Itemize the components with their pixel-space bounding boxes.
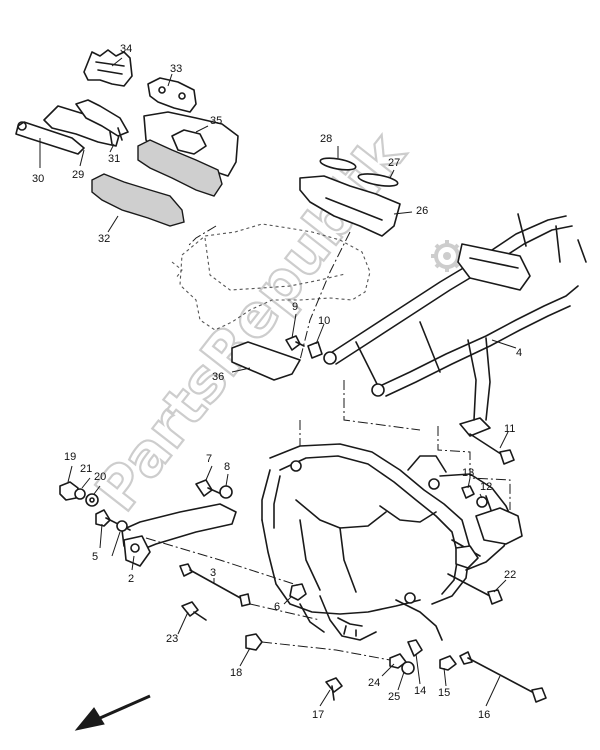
callout-25: 25 (388, 691, 400, 703)
callout-17: 17 (312, 709, 324, 721)
part-28-pad (319, 157, 357, 171)
callout-21: 21 (80, 463, 92, 475)
callout-29: 29 (72, 169, 84, 181)
part-11-bolt (469, 433, 515, 465)
part-9-bolt (285, 335, 305, 351)
callout-18: 18 (230, 667, 242, 679)
gear-icon (431, 240, 463, 272)
part-33-cover (147, 77, 197, 113)
callout-labels: 34 33 35 31 29 30 32 28 27 26 9 10 36 4 … (32, 43, 522, 721)
part-14-collar (407, 639, 423, 657)
callout-6: 6 (274, 601, 280, 613)
callout-9: 9 (292, 301, 298, 313)
part-7-bolt (195, 479, 227, 497)
part-17-bolt (325, 677, 343, 701)
callout-19: 19 (64, 451, 76, 463)
callout-33: 33 (170, 63, 182, 75)
part-10-clip (307, 341, 323, 359)
part-13-nut (461, 485, 475, 499)
callout-3: 3 (210, 567, 216, 579)
part-4-rear-subframe (323, 213, 587, 437)
part-32-hatched-bracket (91, 139, 223, 227)
part-8b-collar (116, 520, 128, 532)
part-27-pad (357, 173, 399, 187)
callout-27: 27 (388, 157, 400, 169)
part-16-long-bolt (459, 651, 547, 703)
part-12-collar (476, 496, 488, 508)
callout-32: 32 (98, 233, 110, 245)
part-26-plate (299, 175, 401, 237)
alignment-lines (145, 225, 511, 661)
part-6-nut (289, 583, 307, 601)
callout-36: 36 (212, 371, 224, 383)
part-25-washer (401, 661, 415, 675)
callout-12: 12 (480, 481, 492, 493)
callout-11: 11 (504, 423, 515, 435)
callout-31: 31 (108, 153, 120, 165)
part-3-long-bolt (179, 563, 251, 607)
part-18-collar (245, 633, 263, 651)
engine-ghost-outline (171, 223, 371, 331)
callout-20: 20 (94, 471, 106, 483)
callout-28: 28 (320, 133, 332, 145)
part-31-clip (109, 127, 123, 145)
part-22-bolt (447, 573, 503, 605)
callout-35: 35 (210, 115, 222, 127)
watermark: PartsRepublik (81, 119, 463, 525)
callout-14: 14 (414, 685, 426, 697)
part-34-top-cover (83, 49, 133, 87)
callout-30: 30 (32, 173, 44, 185)
callout-4: 4 (516, 347, 522, 359)
callout-24: 24 (368, 677, 380, 689)
callout-26: 26 (416, 205, 428, 217)
part-29-bracket (43, 99, 129, 147)
callout-15: 15 (438, 687, 450, 699)
callout-34: 34 (120, 43, 132, 55)
callout-10: 10 (318, 315, 330, 327)
part-2-mount-bracket (121, 503, 237, 567)
part-30-rod (15, 121, 85, 155)
callout-22: 22 (504, 569, 516, 581)
part-21-washer (74, 488, 86, 500)
leader-lines (39, 57, 517, 707)
part-8-collar (219, 485, 233, 499)
part-15-nut (439, 655, 457, 671)
callout-13: 13 (462, 467, 474, 479)
callout-7: 7 (206, 453, 212, 465)
front-direction-arrow-icon (74, 694, 151, 731)
callout-8: 8 (224, 461, 230, 473)
part-20-washer (85, 493, 99, 507)
main-frame (261, 443, 523, 641)
callout-23: 23 (166, 633, 178, 645)
callout-5: 5 (92, 551, 98, 563)
callout-2: 2 (128, 573, 134, 585)
part-36-plate (231, 341, 301, 381)
callout-16: 16 (478, 709, 490, 721)
